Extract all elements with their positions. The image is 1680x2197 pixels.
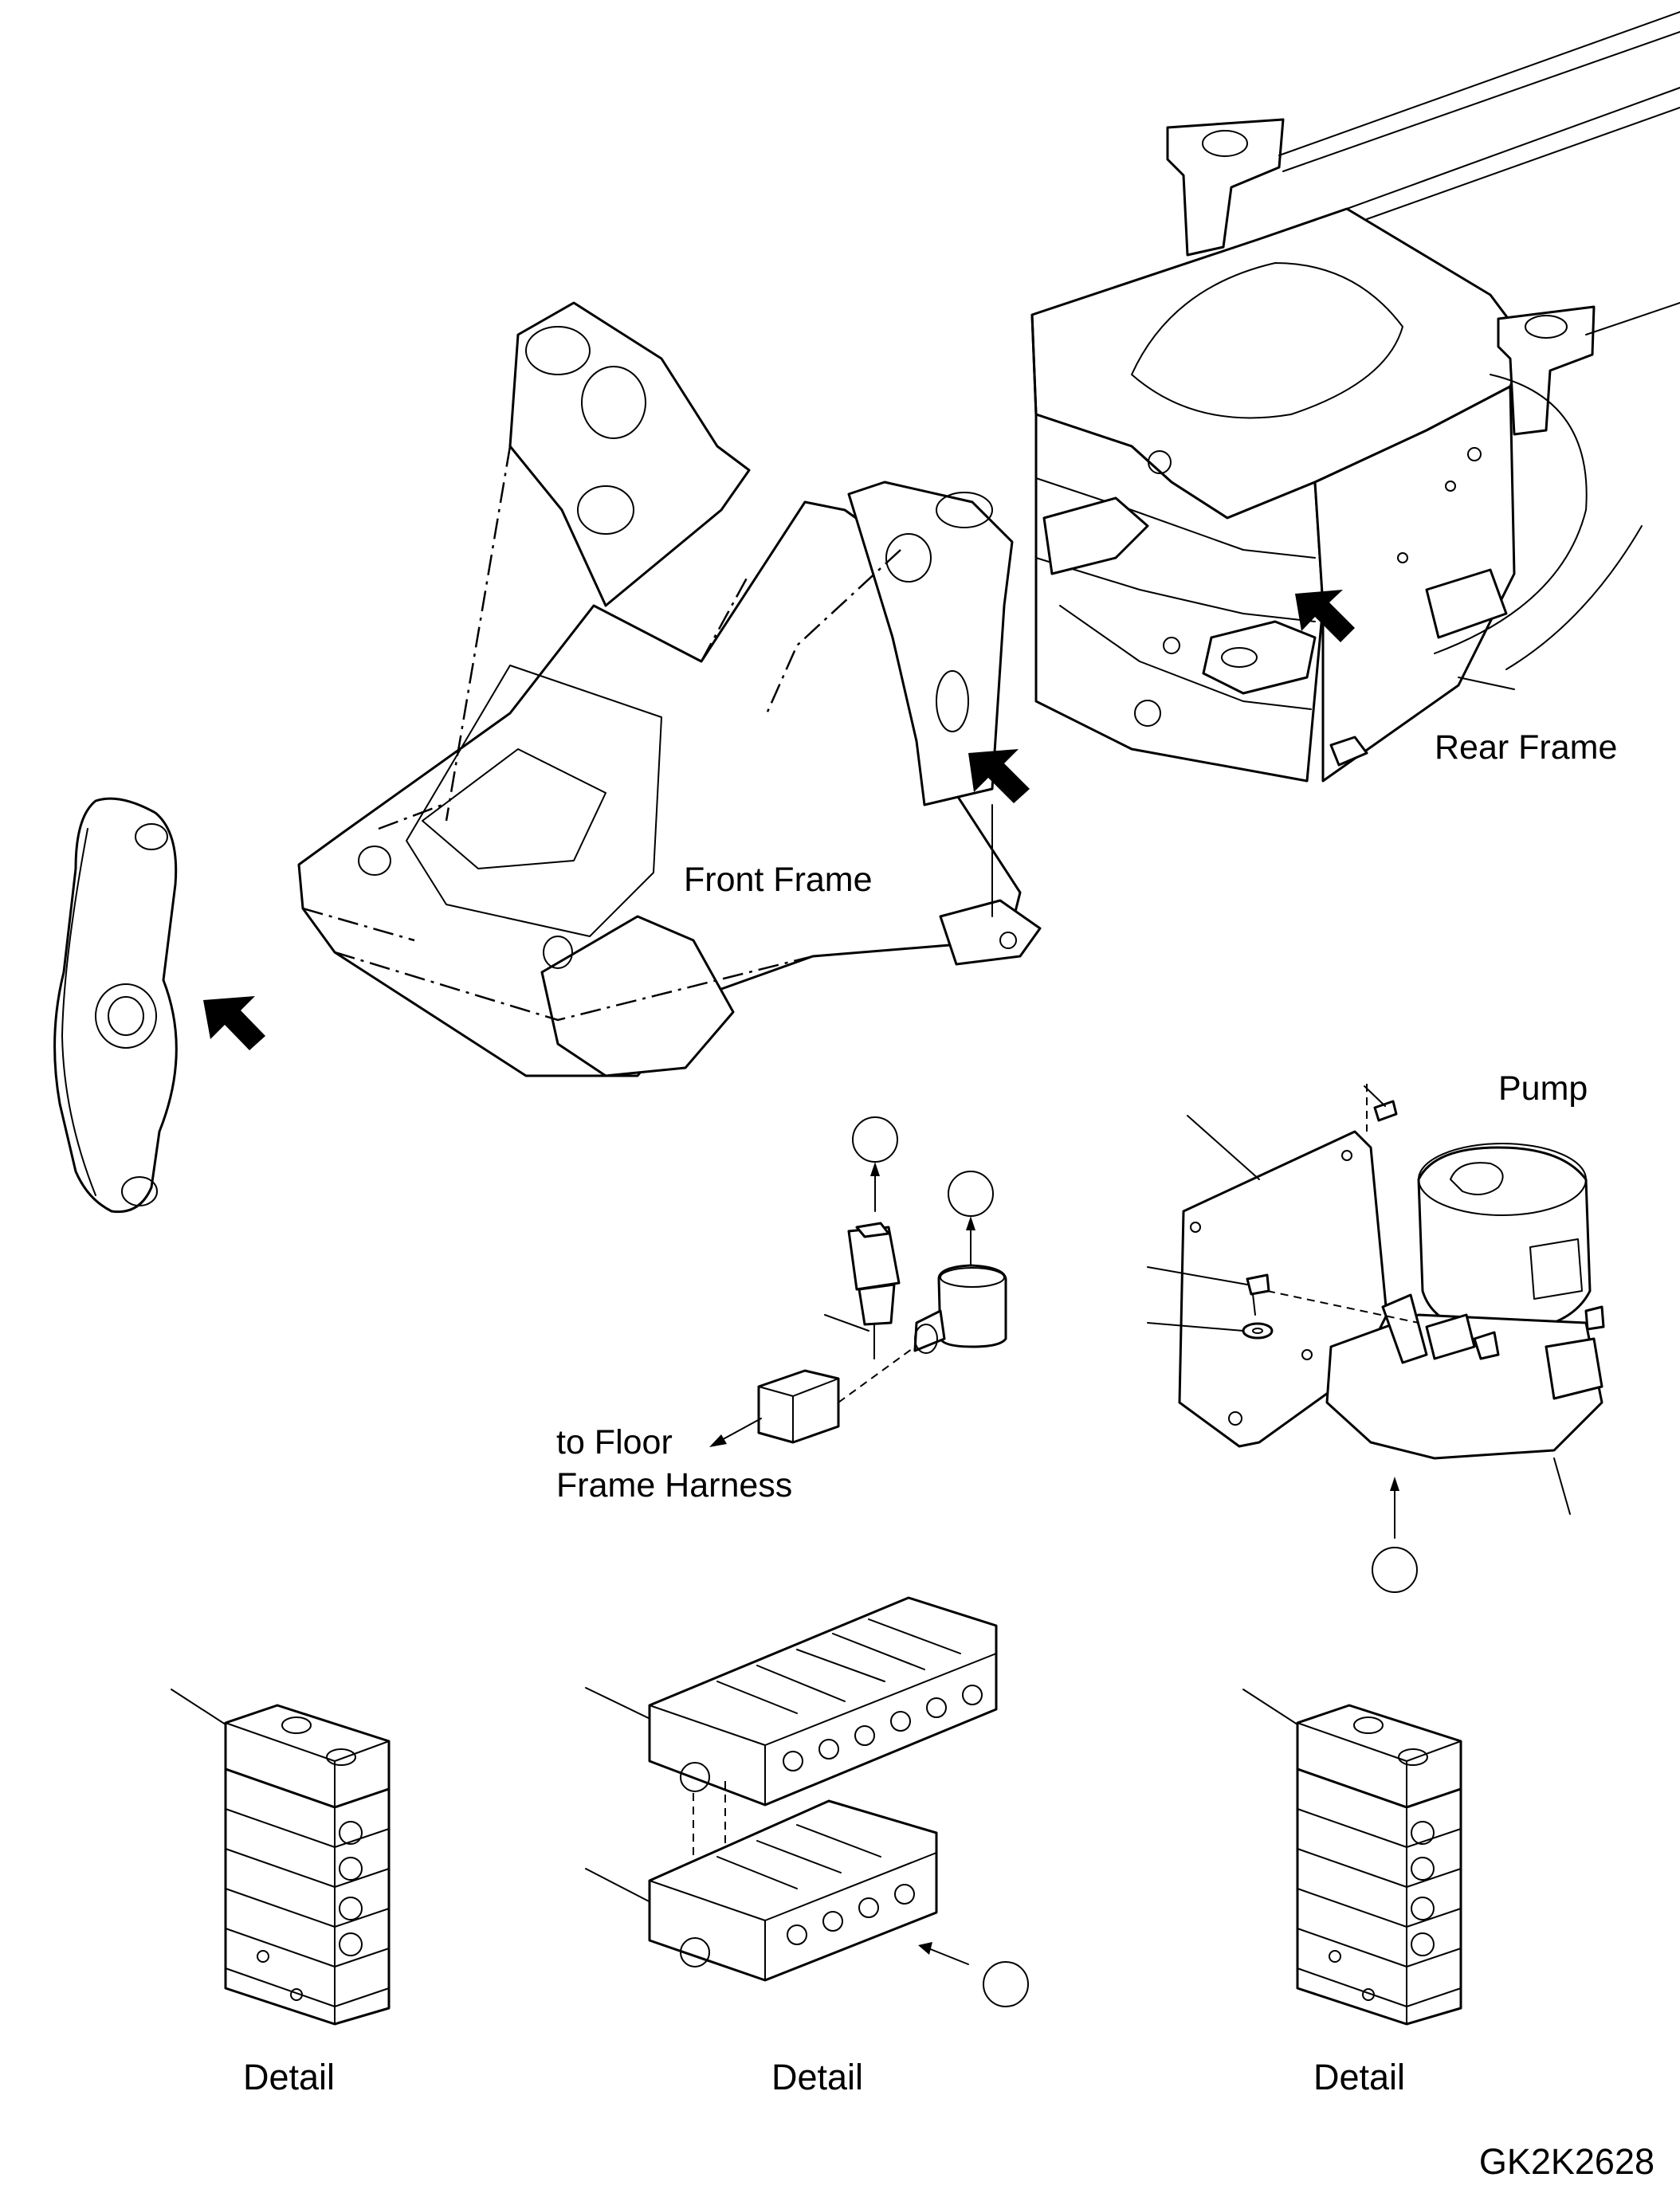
callout-circle-pump [1372, 1547, 1418, 1593]
detail-right-block [1242, 1689, 1462, 2026]
detail-left-block [171, 1689, 391, 2026]
location-arrow-rear-frame [1295, 590, 1355, 642]
rear-frame-drawing [1030, 11, 1680, 783]
detail-center-block [585, 1596, 1029, 2007]
detail-left-label: Detail [243, 2057, 335, 2097]
rear-frame-label: Rear Frame [1435, 728, 1617, 767]
harness-label-line1: to Floor [556, 1423, 673, 1461]
figure-code: GK2K2628 [1479, 2141, 1654, 2182]
callout-circle-connector-b [948, 1171, 994, 1217]
detail-right-label: Detail [1313, 2057, 1405, 2097]
location-arrow-link [203, 996, 265, 1050]
location-arrow-front-frame [968, 749, 1030, 917]
pump-label: Pump [1498, 1069, 1588, 1108]
link-arm-drawing [53, 797, 178, 1214]
detail-center-label: Detail [771, 2057, 863, 2097]
callout-circle-detail [983, 1961, 1029, 2007]
callout-circle-connector-a [852, 1116, 898, 1163]
pump-drawing [1147, 1084, 1605, 1593]
harness-connector-group [709, 1116, 1007, 1447]
front-frame-label: Front Frame [684, 861, 873, 899]
harness-label-line2: Frame Harness [556, 1466, 792, 1505]
front-frame-drawing [297, 301, 1042, 1077]
